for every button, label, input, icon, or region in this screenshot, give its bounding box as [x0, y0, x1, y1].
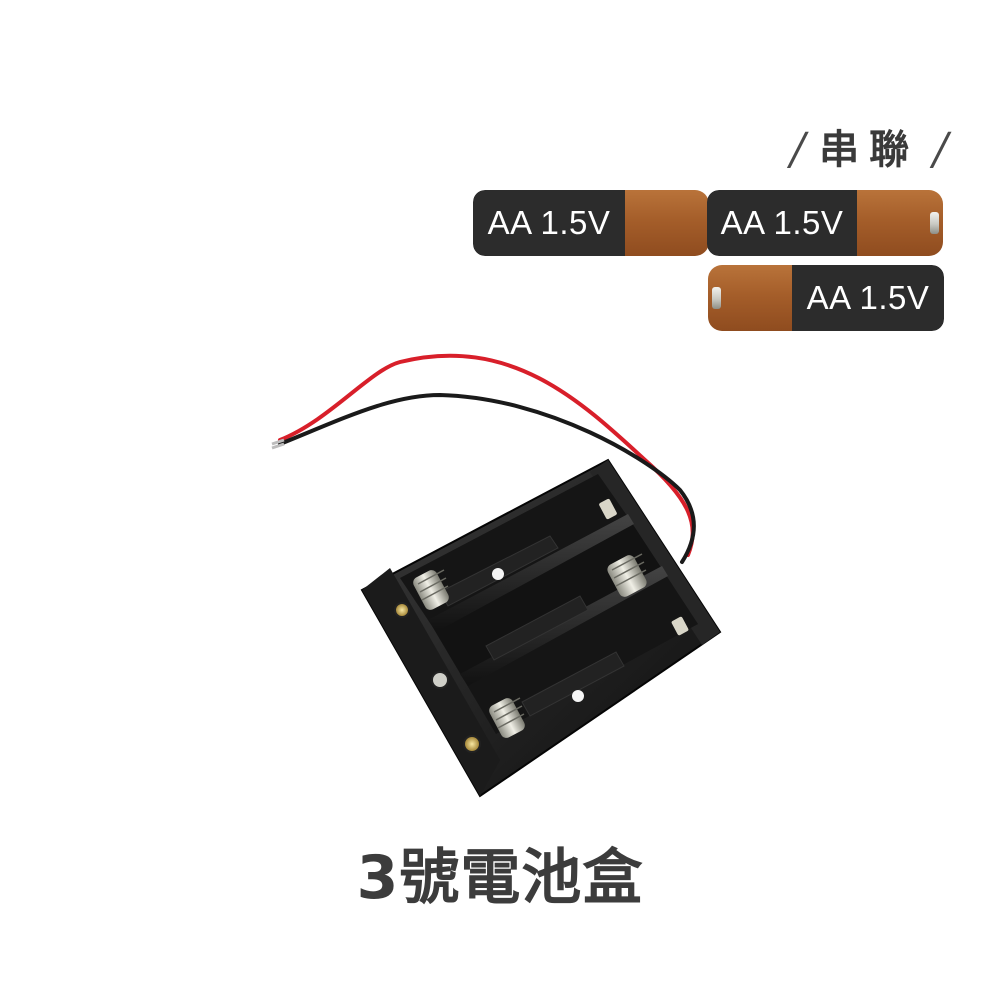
- battery-terminal-icon: [712, 287, 721, 309]
- battery-3: AA 1.5V: [708, 265, 944, 331]
- black-wire: [278, 392, 696, 564]
- battery-holder-icon: [271, 353, 722, 798]
- battery-1: AA 1.5V: [473, 190, 709, 256]
- battery-holder-image: [250, 340, 750, 820]
- battery-cap: [625, 190, 709, 256]
- spring-1-icon: [413, 569, 449, 610]
- battery-cap: [708, 265, 792, 331]
- red-wire: [278, 353, 695, 557]
- battery-cap: [857, 190, 943, 256]
- series-heading: / 串聯 /: [790, 118, 948, 182]
- product-caption: 3號電池盒: [356, 843, 644, 913]
- battery-label: AA 1.5V: [707, 190, 857, 256]
- heading-slash-right: /: [933, 124, 948, 175]
- spring-3-icon: [489, 697, 525, 738]
- battery-terminal-icon: [930, 212, 939, 234]
- battery-2: AA 1.5V: [707, 190, 943, 256]
- battery-label: AA 1.5V: [473, 190, 625, 256]
- heading-title: 串聯: [819, 126, 920, 173]
- heading-slash-left: /: [790, 124, 806, 175]
- battery-label: AA 1.5V: [792, 265, 944, 331]
- spring-2-icon: [607, 553, 647, 597]
